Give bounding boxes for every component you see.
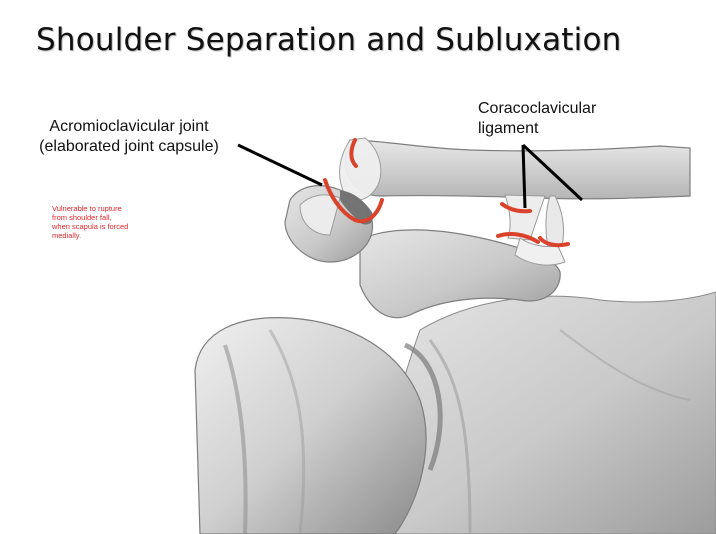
humerus-head xyxy=(195,318,426,534)
acromioclavicular-label-line-1: Acromioclavicular joint xyxy=(24,117,234,137)
rupture-note-line-2: from shoulder fall, xyxy=(52,213,162,222)
clavicle xyxy=(345,140,690,199)
coracoclavicular-label-line-1: Coracoclavicular xyxy=(478,99,596,119)
acromioclavicular-label-line-2: (elaborated joint capsule) xyxy=(24,137,234,157)
rupture-note-line-4: medially. xyxy=(52,231,162,240)
rupture-note-line-3: when scapula is forced xyxy=(52,222,162,231)
rupture-note-line-1: Vulnerable to rupture xyxy=(52,204,162,213)
cc-leader-line-1 xyxy=(523,145,525,208)
acromioclavicular-joint-label: Acromioclavicular joint (elaborated join… xyxy=(24,117,234,157)
rupture-note: Vulnerable to rupture from shoulder fall… xyxy=(52,204,162,240)
coracoclavicular-label-line-2: ligament xyxy=(478,119,596,139)
ac-leader-line xyxy=(238,145,322,185)
slide-title: Shoulder Separation and Subluxation xyxy=(36,22,621,58)
coracoclavicular-ligament-label: Coracoclavicular ligament xyxy=(478,99,596,139)
